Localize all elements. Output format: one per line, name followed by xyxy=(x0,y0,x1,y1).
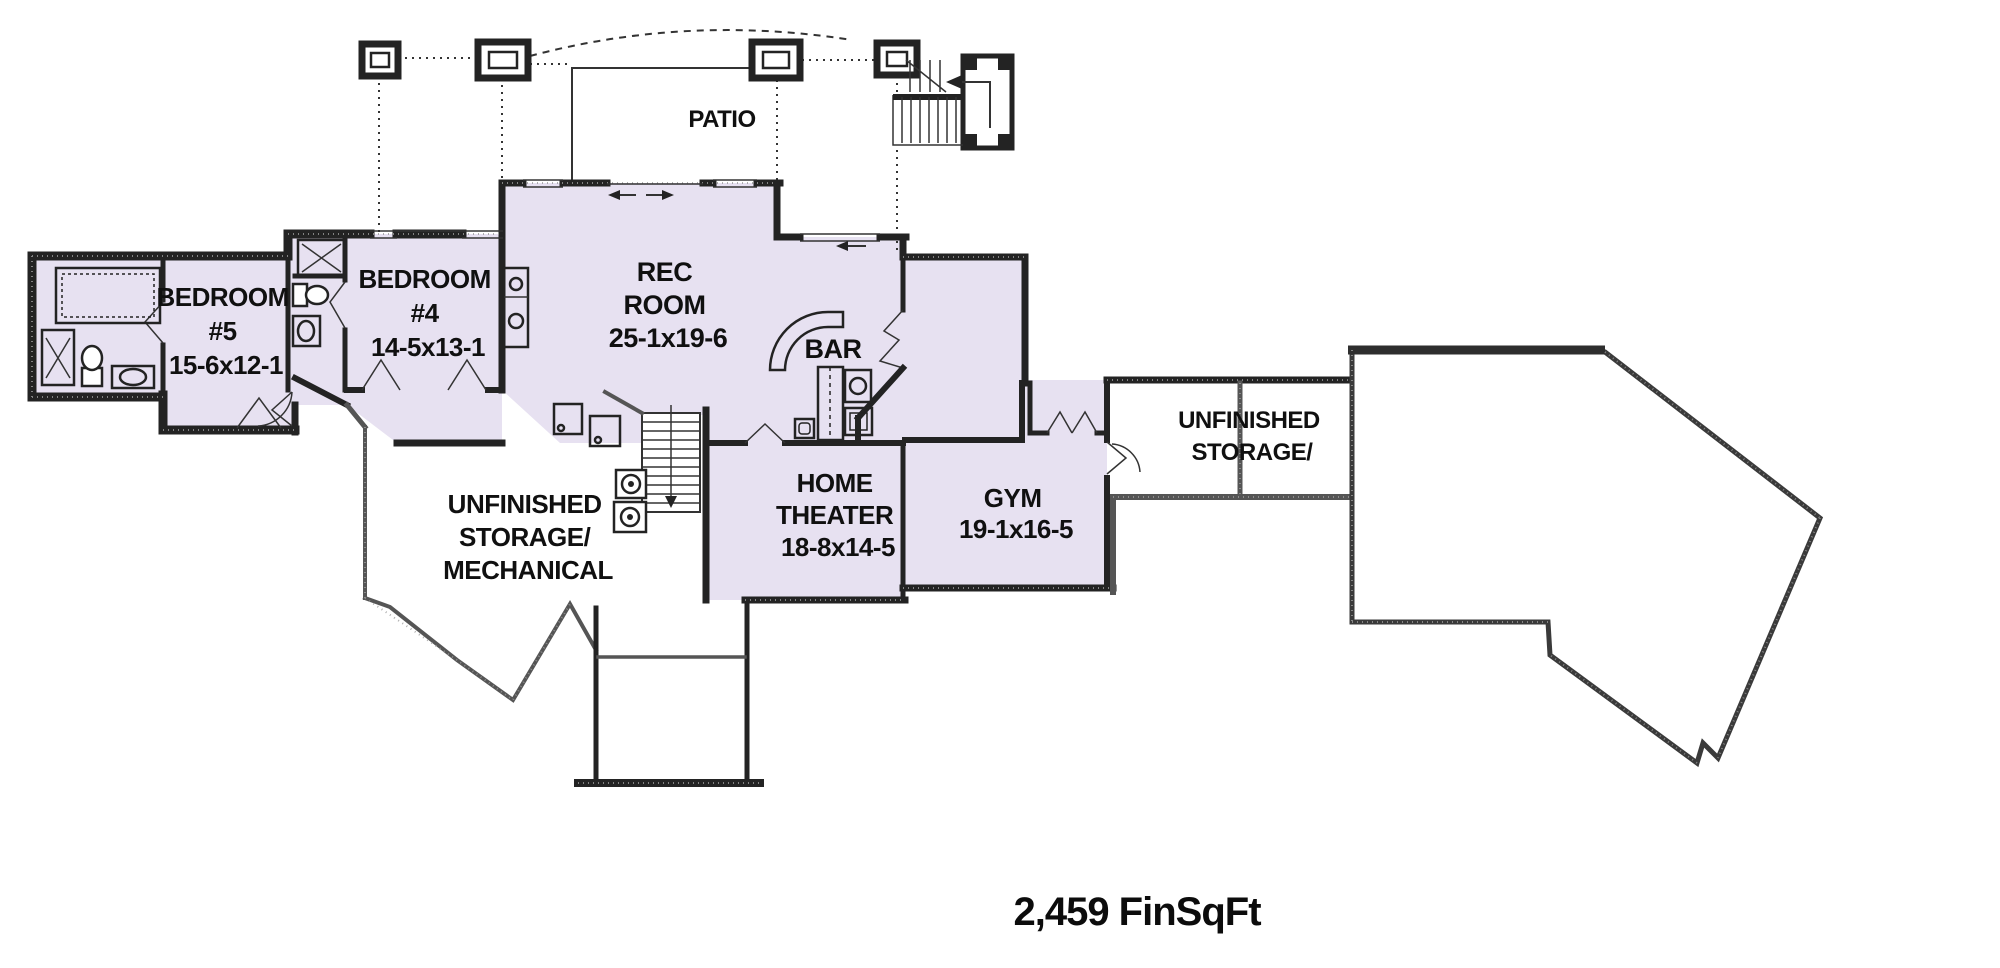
door-icon xyxy=(744,422,786,444)
finished-sqft-label: 2,459 FinSqFt xyxy=(1013,890,1261,934)
fireplace-icon xyxy=(502,266,530,349)
window-icon xyxy=(370,230,503,239)
window-icon xyxy=(800,233,880,242)
room-left-wing xyxy=(32,234,502,443)
pillar-icon xyxy=(748,38,804,82)
bar-counter-icon xyxy=(768,310,845,442)
door-icon xyxy=(270,391,293,427)
toilet-icon xyxy=(80,344,104,388)
mechanical-equipment-icon xyxy=(552,402,648,534)
fixtures xyxy=(40,238,874,534)
shower-icon xyxy=(40,328,76,387)
closet-icon xyxy=(54,266,162,325)
label-patio: PATIO xyxy=(688,106,755,133)
door-swing-arc xyxy=(1111,443,1141,473)
pillar-icon xyxy=(873,39,921,79)
stairs-icon xyxy=(602,389,701,513)
finished-floor-areas xyxy=(32,183,1107,600)
label-home-theater: HOME THEATER 18-8x14-5 xyxy=(776,468,900,562)
fridge-icon xyxy=(843,368,873,404)
patio-outline xyxy=(571,67,752,181)
deck-edge-arc xyxy=(529,29,853,57)
label-bedroom5: BEDROOM #5 15-6x12-1 xyxy=(156,282,295,380)
sink-icon xyxy=(110,364,156,390)
door-icon xyxy=(1046,410,1098,434)
patio-structure xyxy=(358,29,1015,255)
door-icon xyxy=(329,281,346,329)
door-swing-arc xyxy=(257,391,293,427)
walls xyxy=(27,179,1824,787)
label-gym: GYM 19-1x16-5 xyxy=(959,483,1073,544)
room-labels: PATIO BEDROOM #5 15-6x12-1 BEDROOM #4 14… xyxy=(156,106,1326,934)
closet-icon xyxy=(296,238,347,278)
pillar-icon xyxy=(474,38,532,82)
label-storage-mechanical: UNFINISHED STORAGE/ MECHANICAL xyxy=(443,489,613,585)
door-icon xyxy=(1106,441,1128,475)
exterior-stairs-icon xyxy=(892,53,1015,151)
label-bedroom4: BEDROOM #4 14-5x13-1 xyxy=(358,264,497,362)
door-icon xyxy=(236,396,282,429)
door-icon xyxy=(361,358,487,391)
patio-dotted-edges xyxy=(378,57,898,255)
toilet-icon xyxy=(291,282,330,308)
window-icon xyxy=(523,179,757,188)
appliance-icon xyxy=(843,406,874,437)
label-storage-right: UNFINISHED STORAGE/ xyxy=(1178,407,1326,466)
pillar-icon xyxy=(358,40,402,80)
room-unfinished-right xyxy=(1349,347,1824,768)
label-rec-room: REC ROOM 25-1x19-6 xyxy=(609,257,728,353)
label-bar: BAR xyxy=(805,334,862,364)
sink-icon xyxy=(291,314,322,348)
room-center-block xyxy=(502,183,1107,600)
